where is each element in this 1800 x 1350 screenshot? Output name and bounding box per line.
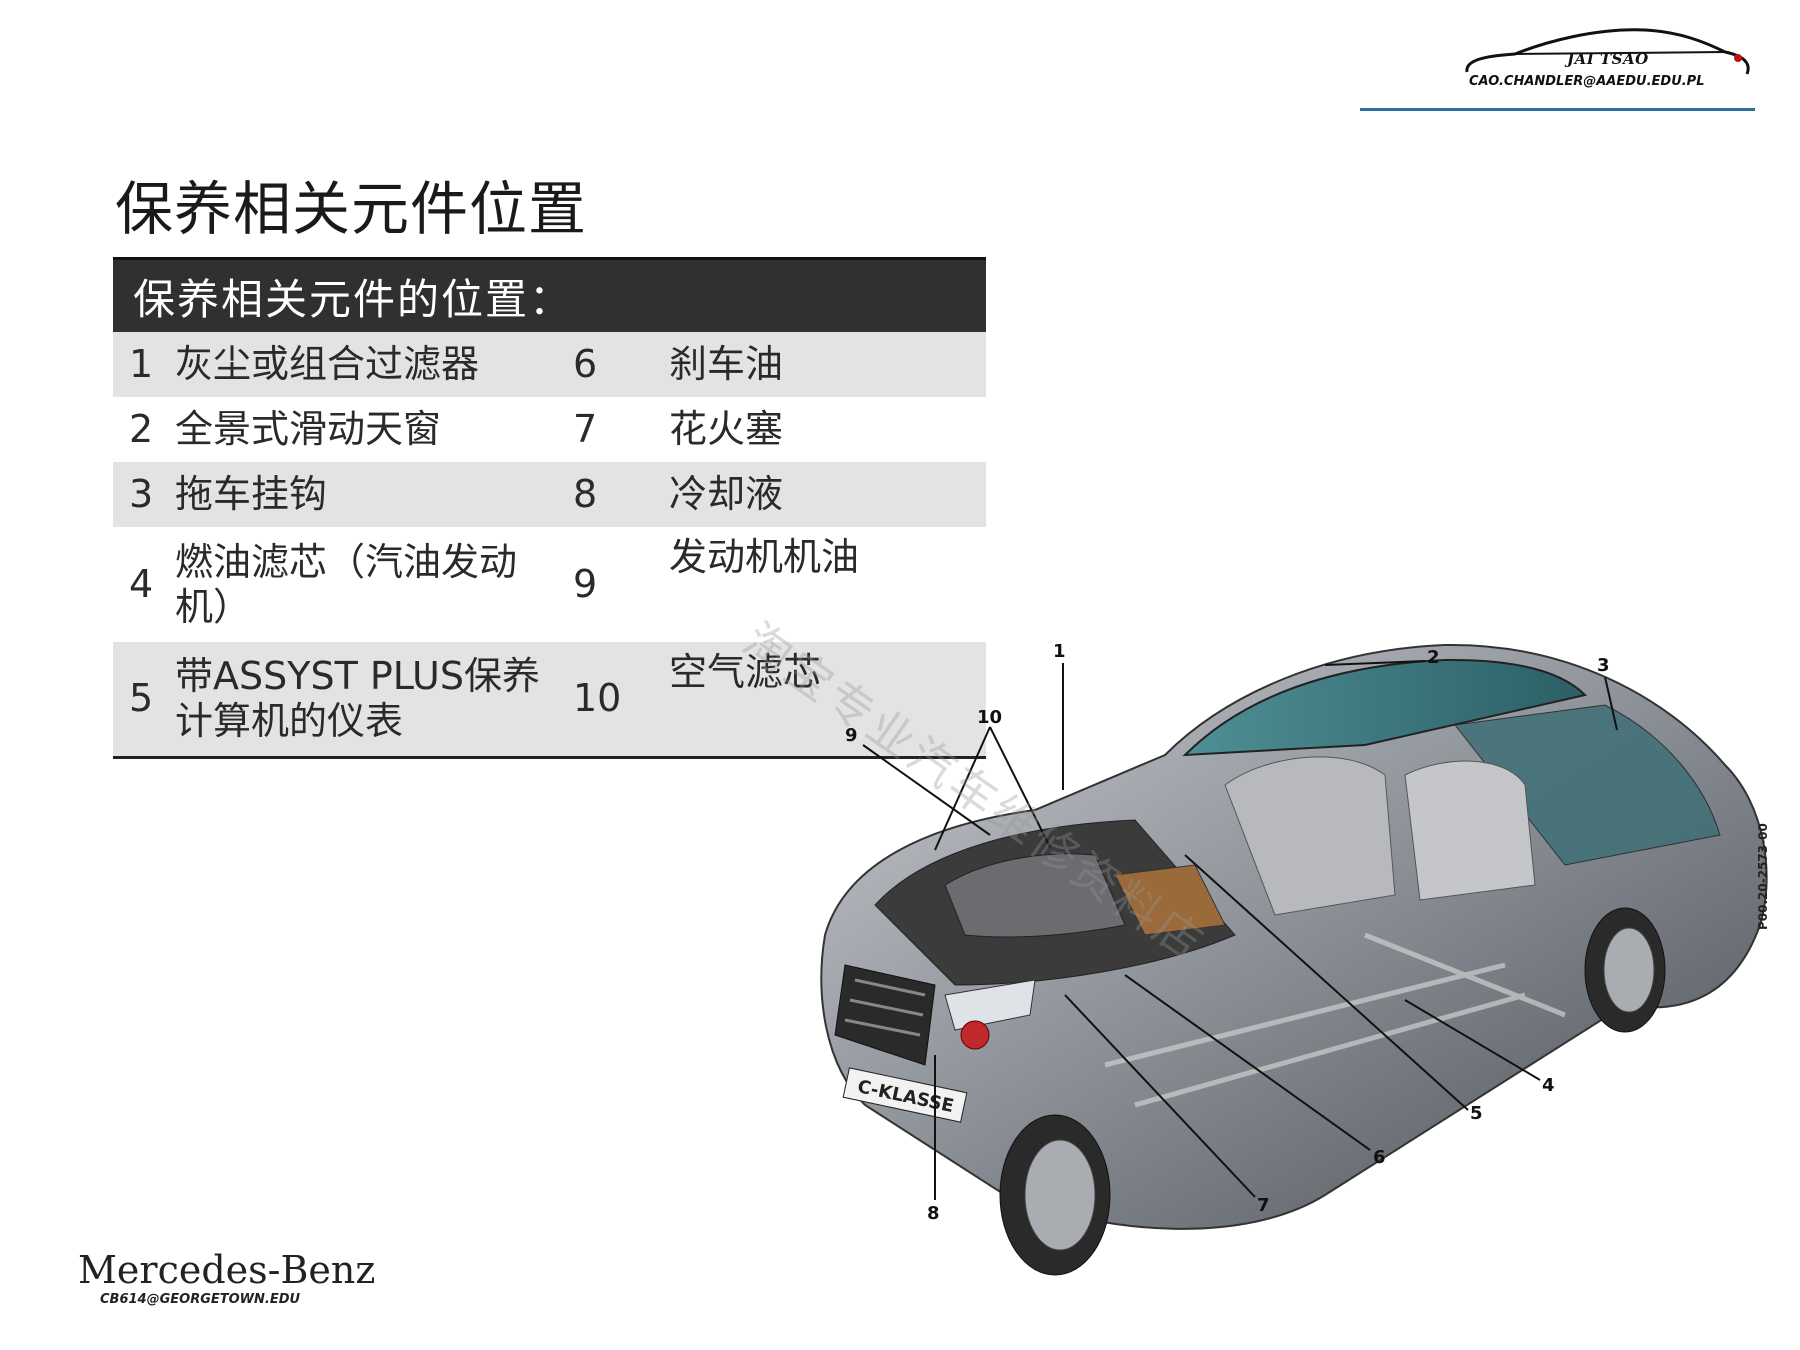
part-name: 花火塞 (669, 397, 986, 462)
figure-code: P00.20-2573-00 (1756, 823, 1770, 930)
part-number: 5 (113, 642, 175, 759)
part-number: 7 (557, 397, 669, 462)
callout-8: 8 (927, 1203, 940, 1224)
part-number: 8 (557, 462, 669, 527)
car-cutaway-illustration: C-KLASSE (820, 643, 1768, 1276)
brand-logo: Mercedes-Benz (78, 1248, 376, 1292)
table-row: 2 全景式滑动天窗 7 花火塞 (113, 397, 986, 462)
header-rule (1360, 108, 1755, 111)
part-number: 10 (557, 642, 669, 759)
callout-5: 5 (1470, 1103, 1483, 1124)
part-name: 发动机机油 (669, 527, 986, 642)
table-row: 5 带ASSYST PLUS保养计算机的仪表 10 空气滤芯 (113, 642, 986, 759)
callout-3: 3 (1597, 655, 1610, 676)
callout-1: 1 (1053, 641, 1066, 662)
car-outline-icon (1465, 28, 1750, 75)
callout-6: 6 (1373, 1147, 1386, 1168)
callout-2: 2 (1427, 647, 1440, 668)
part-name: 冷却液 (669, 462, 986, 527)
table-row: 1 灰尘或组合过滤器 6 刹车油 (113, 332, 986, 397)
header-logo: JAI TSAO CAO.CHANDLER@AAEDU.EDU.PL (1455, 20, 1755, 90)
brand-email: CB614@GEORGETOWN.EDU (100, 1292, 301, 1307)
part-number: 3 (113, 462, 175, 527)
part-number: 6 (557, 332, 669, 397)
page-title: 保养相关元件位置 (115, 175, 588, 243)
part-name: 刹车油 (669, 332, 986, 397)
part-name: 拖车挂钩 (175, 462, 557, 527)
part-number: 9 (557, 527, 669, 642)
logo-name: JAI TSAO (1567, 50, 1649, 68)
callout-10: 10 (977, 707, 1003, 728)
part-name: 燃油滤芯（汽油发动机） (175, 527, 557, 642)
callout-7: 7 (1257, 1195, 1270, 1216)
table-row: 3 拖车挂钩 8 冷却液 (113, 462, 986, 527)
part-number: 2 (113, 397, 175, 462)
table-heading: 保养相关元件的位置： (113, 257, 986, 332)
car-cutaway-figure: C-KLASSE 1 2 3 4 5 6 7 8 9 10 (805, 635, 1780, 1295)
part-name: 带ASSYST PLUS保养计算机的仪表 (175, 642, 557, 759)
part-number: 1 (113, 332, 175, 397)
callout-9: 9 (845, 725, 858, 746)
logo-email: CAO.CHANDLER@AAEDU.EDU.PL (1469, 74, 1705, 89)
part-name: 灰尘或组合过滤器 (175, 332, 557, 397)
table-row: 4 燃油滤芯（汽油发动机） 9 发动机机油 (113, 527, 986, 642)
parts-table: 保养相关元件的位置： 1 灰尘或组合过滤器 6 刹车油 2 全景式滑动天窗 7 … (113, 257, 986, 759)
part-name: 全景式滑动天窗 (175, 397, 557, 462)
part-name: 空气滤芯 (669, 642, 986, 759)
part-number: 4 (113, 527, 175, 642)
callout-4: 4 (1542, 1075, 1555, 1096)
